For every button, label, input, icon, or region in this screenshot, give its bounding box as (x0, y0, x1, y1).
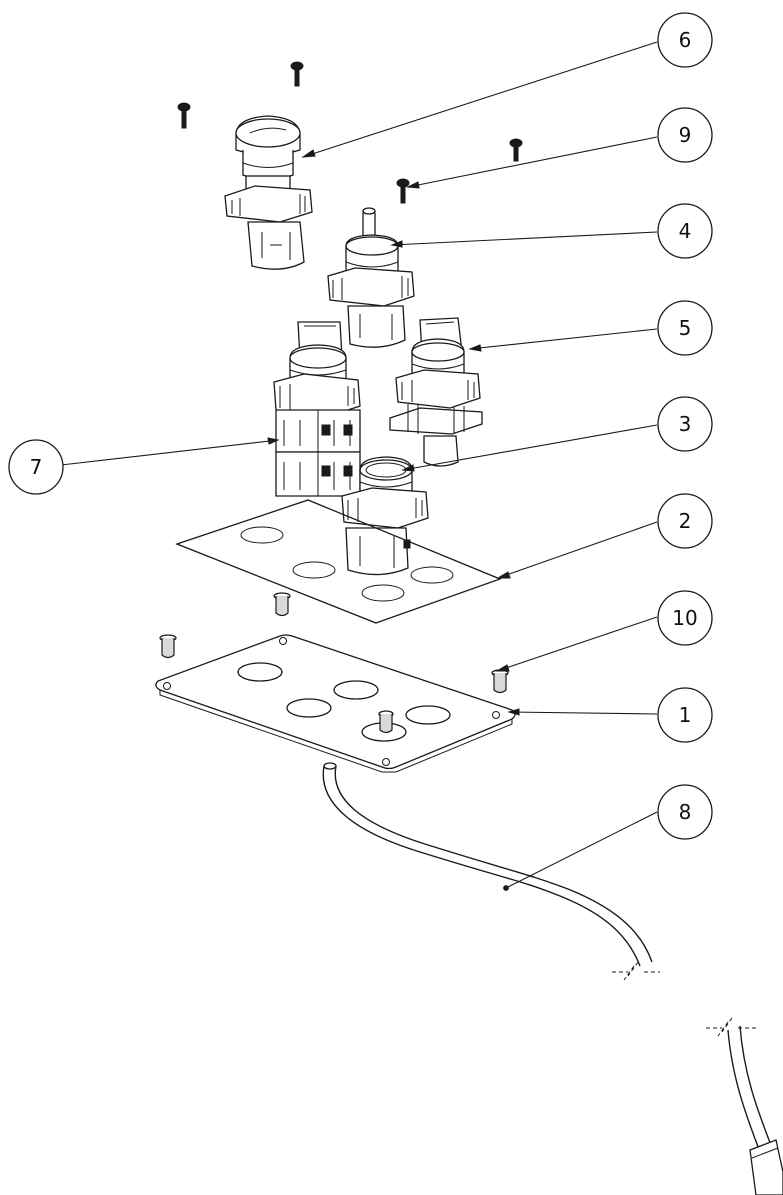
leader-2 (497, 521, 658, 579)
leader-lines (60, 41, 658, 889)
balloon-label: 4 (679, 219, 692, 243)
leader-6 (302, 41, 658, 158)
balloon-label: 3 (679, 412, 692, 436)
double-selector-switch (273, 321, 361, 497)
leader-3 (402, 424, 658, 471)
selector-switch-bracket (389, 317, 483, 467)
balloon-6: 6 (657, 12, 713, 68)
balloon-label: 10 (672, 606, 697, 630)
cable (322, 762, 783, 1195)
leader-4 (391, 231, 658, 246)
balloon-4: 4 (657, 203, 713, 259)
screw-right (509, 138, 523, 162)
balloon-2: 2 (657, 493, 713, 549)
balloon-7: 7 (8, 439, 64, 495)
balloon-8: 8 (657, 784, 713, 840)
balloon-10: 10 (657, 590, 713, 646)
screw-item-9 (396, 178, 410, 204)
nut-left (159, 634, 177, 659)
balloon-1: 1 (657, 687, 713, 743)
base-plate (155, 634, 516, 773)
leader-9 (407, 136, 658, 188)
balloon-3: 3 (657, 396, 713, 452)
flush-push-button (341, 456, 429, 576)
leader-10 (496, 616, 658, 672)
leader-7 (60, 439, 279, 466)
key-selector-switch (327, 207, 415, 348)
nut-right (491, 669, 509, 694)
screw-top-center (290, 61, 304, 87)
balloon-label: 6 (679, 28, 692, 52)
balloon-5: 5 (657, 300, 713, 356)
leader-1 (508, 711, 658, 715)
balloon-label: 1 (679, 703, 692, 727)
gasket (175, 499, 502, 624)
nut-center (273, 592, 291, 617)
screw-top-left (177, 102, 191, 129)
balloon-label: 5 (679, 316, 692, 340)
balloon-label: 9 (679, 123, 692, 147)
balloon-label: 8 (679, 800, 692, 824)
balloon-label: 7 (30, 455, 43, 479)
mushroom-button (224, 115, 313, 270)
balloon-9: 9 (657, 107, 713, 163)
leader-5 (469, 328, 658, 350)
balloon-label: 2 (679, 509, 692, 533)
leader-8 (505, 811, 658, 889)
